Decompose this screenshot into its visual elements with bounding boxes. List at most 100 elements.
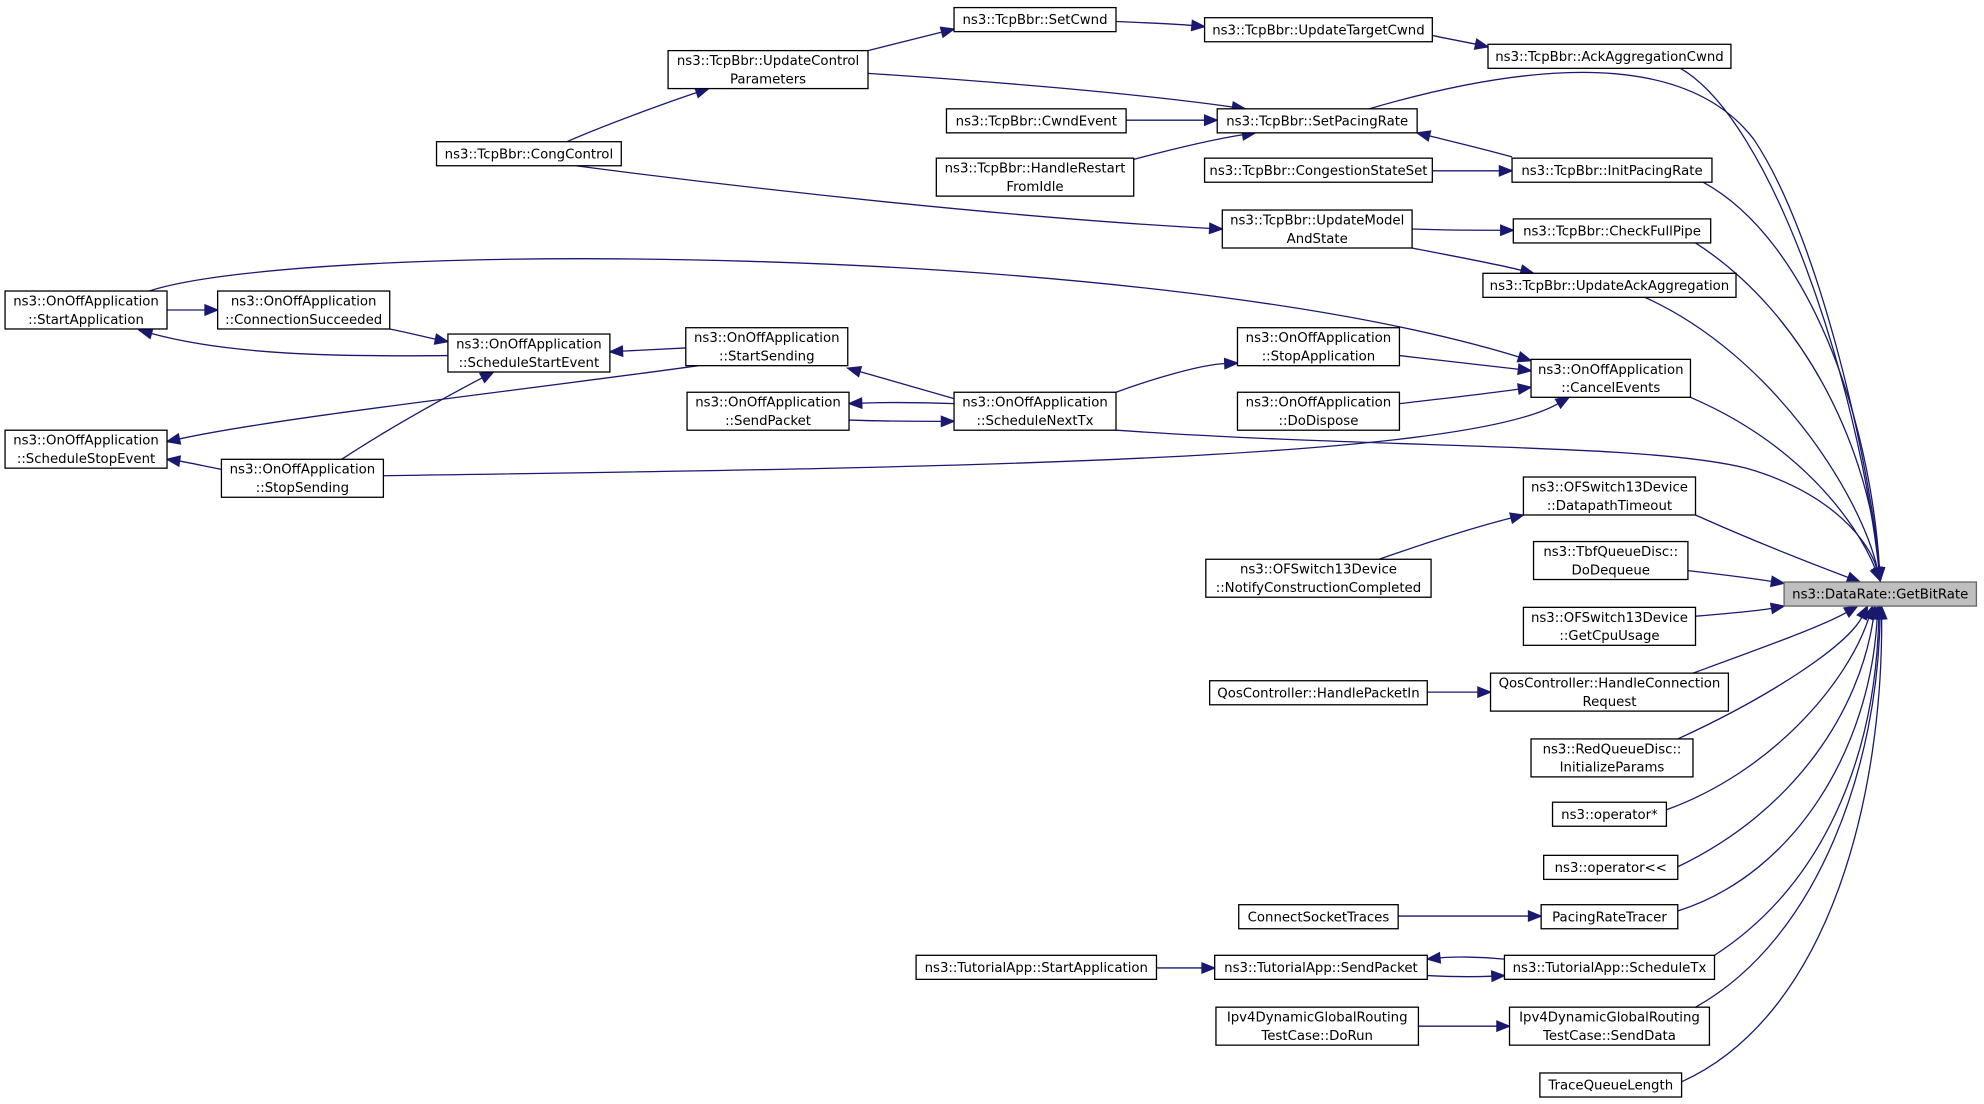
- node-update-ack-aggregation[interactable]: ns3::TcpBbr::UpdateAckAggregation: [1482, 272, 1737, 298]
- node-onoff-cancel-events[interactable]: ns3::OnOffApplication::CancelEvents: [1530, 358, 1692, 398]
- node-cwnd-event[interactable]: ns3::TcpBbr::CwndEvent: [945, 108, 1127, 134]
- node-box: [1540, 904, 1679, 930]
- edge-onoff-stop-app-to-onoff-cancel-events: [1399, 356, 1533, 376]
- node-box: [1511, 157, 1713, 183]
- node-set-pacing-rate[interactable]: ns3::TcpBbr::SetPacingRate: [1216, 108, 1418, 134]
- node-onoff-conn-succeeded[interactable]: ns3::OnOffApplication::ConnectionSucceed…: [216, 290, 391, 330]
- node-update-target-cwnd[interactable]: ns3::TcpBbr::UpdateTargetCwnd: [1203, 17, 1433, 43]
- edge-ack-aggregation-cwnd-to-get-bit-rate: [1680, 68, 1885, 583]
- arrowhead-icon: [1201, 961, 1217, 974]
- arrowhead-icon: [1769, 602, 1786, 615]
- node-onoff-schedule-start[interactable]: ns3::OnOffApplication::ScheduleStartEven…: [447, 333, 611, 373]
- node-tutorial-schedule-tx[interactable]: ns3::TutorialApp::ScheduleTx: [1503, 954, 1716, 980]
- node-label: ns3::TutorialApp::StartApplication: [925, 961, 1148, 976]
- node-connect-socket-traces[interactable]: ConnectSocketTraces: [1238, 904, 1399, 930]
- node-box: [915, 954, 1158, 980]
- node-label: ::StartSending: [719, 349, 815, 364]
- node-congestion-state-set[interactable]: ns3::TcpBbr::CongestionStateSet: [1203, 157, 1433, 183]
- edge-tutorial-schedule-tx-to-get-bit-rate: [1714, 604, 1885, 956]
- node-box: [220, 458, 385, 498]
- node-label: ns3::TutorialApp::ScheduleTx: [1513, 961, 1707, 976]
- arrowhead-icon: [1845, 571, 1862, 583]
- node-label: AndState: [1287, 232, 1348, 247]
- node-ofs-notify-construction[interactable]: ns3::OFSwitch13Device::NotifyConstructio…: [1205, 558, 1432, 598]
- node-tutorial-start-app[interactable]: ns3::TutorialApp::StartApplication: [915, 954, 1158, 980]
- edge-line: [1116, 22, 1192, 26]
- node-init-pacing-rate[interactable]: ns3::TcpBbr::InitPacingRate: [1511, 157, 1713, 183]
- edge-line: [1134, 135, 1243, 160]
- node-box: [1508, 1006, 1711, 1046]
- node-ack-aggregation-cwnd[interactable]: ns3::TcpBbr::AckAggregationCwnd: [1487, 43, 1732, 69]
- node-box: [686, 391, 850, 431]
- node-box: [1543, 854, 1679, 881]
- node-pacing-rate-tracer[interactable]: PacingRateTracer: [1540, 904, 1679, 930]
- edge-line: [1688, 571, 1772, 582]
- node-onoff-stop-sending[interactable]: ns3::OnOffApplication::StopSending: [220, 458, 385, 498]
- node-set-cwnd[interactable]: ns3::TcpBbr::SetCwnd: [953, 6, 1117, 33]
- node-qos-handle-packet-in[interactable]: QosController::HandlePacketIn: [1208, 680, 1428, 706]
- node-box: [667, 49, 869, 90]
- node-trace-queue-length[interactable]: TraceQueueLength: [1539, 1072, 1683, 1098]
- node-onoff-schedule-next-tx[interactable]: ns3::OnOffApplication::ScheduleNextTx: [953, 391, 1117, 431]
- node-cong-control[interactable]: ns3::TcpBbr::CongControl: [435, 141, 622, 167]
- node-onoff-do-dispose[interactable]: ns3::OnOffApplication::DoDispose: [1236, 391, 1401, 431]
- edge-line: [868, 32, 942, 50]
- node-box: [945, 108, 1127, 134]
- arrowhead-icon: [1208, 222, 1225, 235]
- node-check-full-pipe[interactable]: ns3::TcpBbr::CheckFullPipe: [1512, 218, 1712, 244]
- edge-pacing-rate-tracer-to-get-bit-rate: [1678, 604, 1884, 911]
- node-tbf-do-dequeue[interactable]: ns3::TbfQueueDisc::DoDequeue: [1532, 540, 1689, 581]
- node-label: ::NotifyConstructionCompleted: [1216, 581, 1421, 596]
- node-label: ::StartApplication: [28, 313, 144, 328]
- node-label: ns3::TcpBbr::UpdateModel: [1230, 213, 1404, 228]
- node-tutorial-send-packet[interactable]: ns3::TutorialApp::SendPacket: [1214, 954, 1428, 980]
- arrowhead-icon: [165, 455, 182, 468]
- node-label: ns3::OnOffApplication: [231, 294, 377, 309]
- node-label: Ipv4DynamicGlobalRouting: [1227, 1011, 1408, 1026]
- node-operator-shl[interactable]: ns3::operator<<: [1543, 854, 1679, 881]
- arrowhead-icon: [1517, 383, 1533, 396]
- node-operator-mul[interactable]: ns3::operator*: [1551, 801, 1668, 827]
- node-get-bit-rate[interactable]: ns3::DataRate::GetBitRate: [1783, 581, 1978, 607]
- node-ipv4-send-data[interactable]: Ipv4DynamicGlobalRoutingTestCase::SendDa…: [1508, 1006, 1711, 1046]
- node-box: [1512, 218, 1712, 244]
- node-label: ::StopSending: [256, 481, 349, 496]
- node-box: [1203, 17, 1433, 43]
- edge-update-target-cwnd-to-ack-aggregation-cwnd: [1432, 35, 1490, 50]
- node-box: [1551, 801, 1668, 827]
- node-label: ns3::OFSwitch13Device: [1240, 563, 1397, 578]
- edge-line: [1432, 35, 1475, 44]
- node-box: [1216, 108, 1418, 134]
- node-onoff-start-app[interactable]: ns3::OnOffApplication::StartApplication: [4, 290, 168, 330]
- node-label: ::SendPacket: [725, 414, 811, 429]
- node-ofs-datapath-timeout[interactable]: ns3::OFSwitch13Device::DatapathTimeout: [1522, 476, 1697, 516]
- edge-line: [151, 334, 447, 356]
- node-label: ::ScheduleNextTx: [977, 414, 1094, 429]
- edge-line: [1680, 68, 1879, 568]
- node-onoff-start-sending[interactable]: ns3::OnOffApplication::StartSending: [685, 327, 849, 367]
- node-onoff-stop-app[interactable]: ns3::OnOffApplication::StopApplication: [1236, 327, 1401, 367]
- arrowhead-icon: [1473, 38, 1490, 50]
- node-ofs-get-cpu-usage[interactable]: ns3::OFSwitch13Device::GetCpuUsage: [1522, 606, 1697, 646]
- node-label: ns3::TcpBbr::CwndEvent: [956, 114, 1117, 129]
- node-red-initialize-params[interactable]: ns3::RedQueueDisc::InitializeParams: [1530, 738, 1694, 778]
- arrowhead-icon: [1554, 396, 1571, 410]
- edge-cong-control-to-update-control-params: [567, 87, 711, 142]
- edge-line: [1369, 72, 1879, 568]
- edge-line: [868, 73, 1233, 107]
- node-onoff-send-packet[interactable]: ns3::OnOffApplication::SendPacket: [686, 391, 850, 431]
- edge-line: [179, 366, 698, 439]
- node-onoff-schedule-stop[interactable]: ns3::OnOffApplication::ScheduleStopEvent: [4, 429, 168, 469]
- arrowhead-icon: [846, 366, 863, 378]
- edge-line: [1412, 248, 1521, 270]
- node-label: ns3::TcpBbr::AckAggregationCwnd: [1495, 50, 1723, 65]
- edge-line: [1714, 619, 1878, 956]
- node-label: PacingRateTracer: [1552, 910, 1667, 925]
- arrowhead-icon: [204, 303, 220, 317]
- edge-cwnd-event-to-set-pacing-rate: [1126, 114, 1219, 127]
